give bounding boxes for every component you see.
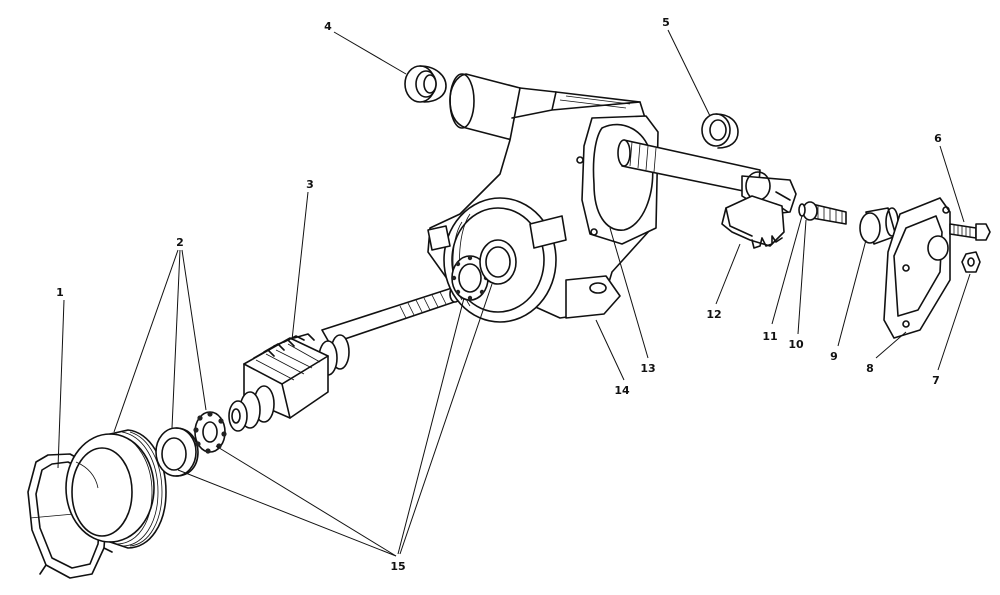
leader-11 bbox=[771, 215, 803, 325]
leader-7 bbox=[937, 273, 971, 371]
part-8-side-cover bbox=[883, 197, 951, 339]
callout-14: 14 bbox=[614, 384, 630, 397]
part-15-bearing bbox=[451, 239, 517, 301]
part-5-seal bbox=[701, 113, 739, 149]
leader-10 bbox=[797, 219, 807, 335]
leader-15c bbox=[177, 469, 397, 557]
leader-5 bbox=[667, 29, 711, 117]
callout-12: 12 bbox=[706, 308, 721, 321]
leader-14 bbox=[595, 319, 625, 381]
callout-15: 15 bbox=[390, 560, 405, 573]
leader-3 bbox=[291, 191, 309, 341]
leader-15d bbox=[215, 445, 397, 557]
part-14-gear-housing bbox=[427, 73, 659, 323]
callout-6: 6 bbox=[934, 132, 942, 145]
leader-2a bbox=[113, 249, 179, 433]
callout-7: 7 bbox=[932, 374, 940, 387]
callout-2: 2 bbox=[176, 236, 184, 249]
part-11-shim bbox=[798, 203, 806, 217]
leader-lines bbox=[57, 29, 971, 557]
leader-9 bbox=[837, 239, 867, 347]
callout-13: 13 bbox=[640, 362, 655, 375]
callout-9: 9 bbox=[830, 350, 838, 363]
part-3-worm-and-ball-nut bbox=[228, 285, 461, 432]
part-10-adjuster-screw bbox=[802, 201, 847, 225]
leader-6 bbox=[939, 145, 965, 223]
callout-labels: 1 2 3 4 5 6 7 8 9 10 11 12 13 14 15 bbox=[56, 16, 942, 573]
part-7-nut bbox=[961, 251, 981, 273]
leader-2b bbox=[171, 249, 181, 429]
part-12-sector-gear bbox=[721, 195, 785, 249]
callout-8: 8 bbox=[866, 362, 874, 375]
callout-4: 4 bbox=[324, 20, 332, 33]
part-4-seal bbox=[404, 65, 447, 103]
leader-12 bbox=[715, 243, 741, 305]
callout-1: 1 bbox=[56, 286, 64, 299]
part-13-sector-shaft bbox=[617, 139, 797, 215]
callout-3: 3 bbox=[306, 178, 314, 191]
part-2-adjuster-plug bbox=[65, 429, 167, 549]
leader-15a bbox=[397, 297, 465, 555]
leader-4 bbox=[333, 31, 407, 75]
part-6-bolt bbox=[949, 223, 991, 241]
leader-13 bbox=[609, 227, 649, 359]
leader-8 bbox=[875, 331, 907, 359]
leader-2c bbox=[181, 249, 207, 411]
leader-15b bbox=[399, 283, 493, 555]
part-2-seal-ring bbox=[155, 427, 199, 477]
callout-10: 10 bbox=[788, 338, 804, 351]
callout-11: 11 bbox=[762, 330, 777, 343]
leader-1 bbox=[57, 299, 65, 469]
callout-5: 5 bbox=[662, 16, 670, 29]
